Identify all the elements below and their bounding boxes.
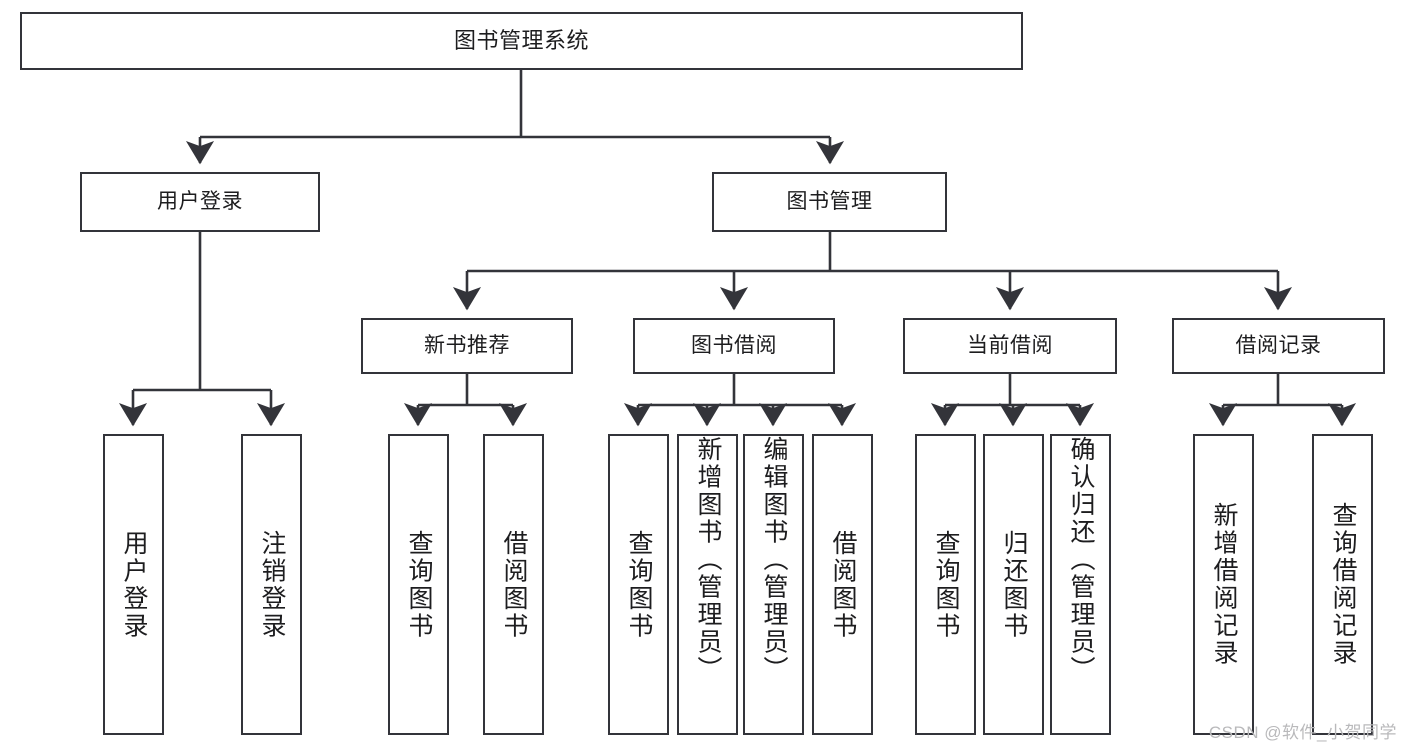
node-label: 编辑图书（管理员） (760, 436, 788, 684)
node-leaf-user-logout[interactable]: 注销登录 (241, 434, 302, 735)
node-label: 当前借阅 (967, 333, 1053, 357)
node-label: 用户登录 (157, 189, 243, 213)
node-label: 查询图书 (405, 529, 433, 640)
node-label: 确认归还（管理员） (1067, 436, 1095, 684)
node-label: 图书借阅 (691, 333, 777, 357)
node-leaf-add-borrow-record[interactable]: 新增借阅记录 (1193, 434, 1254, 735)
node-label: 新增图书（管理员） (694, 436, 722, 684)
node-book-management[interactable]: 图书管理 (712, 172, 947, 232)
node-label: 查询图书 (625, 529, 653, 640)
watermark-text: CSDN @软件_小贺同学 (1208, 723, 1397, 742)
node-label: 注销登录 (258, 529, 286, 640)
node-label: 借阅记录 (1235, 333, 1322, 357)
node-new-book-recommend[interactable]: 新书推荐 (361, 318, 573, 374)
node-leaf-borrow-book[interactable]: 借阅图书 (812, 434, 873, 735)
node-leaf-add-book-admin[interactable]: 新增图书（管理员） (677, 434, 738, 735)
node-root-book-management-system[interactable]: 图书管理系统 (20, 12, 1023, 70)
node-leaf-query-book-current[interactable]: 查询图书 (915, 434, 976, 735)
node-current-borrow[interactable]: 当前借阅 (903, 318, 1117, 374)
node-leaf-return-book[interactable]: 归还图书 (983, 434, 1044, 735)
node-label: 查询图书 (932, 529, 960, 640)
node-leaf-query-borrow-record[interactable]: 查询借阅记录 (1312, 434, 1373, 735)
node-label: 借阅图书 (500, 529, 528, 640)
node-label: 新书推荐 (424, 333, 510, 357)
node-leaf-user-login[interactable]: 用户登录 (103, 434, 164, 735)
node-label: 归还图书 (1000, 529, 1028, 640)
node-leaf-borrow-book-recommend[interactable]: 借阅图书 (483, 434, 544, 735)
node-label: 用户登录 (120, 529, 148, 640)
node-label: 借阅图书 (829, 529, 857, 640)
node-user-login[interactable]: 用户登录 (80, 172, 320, 232)
node-book-borrow[interactable]: 图书借阅 (633, 318, 835, 374)
node-borrow-record[interactable]: 借阅记录 (1172, 318, 1385, 374)
node-leaf-query-book-recommend[interactable]: 查询图书 (388, 434, 449, 735)
node-leaf-query-book-borrow[interactable]: 查询图书 (608, 434, 669, 735)
node-label: 图书管理 (786, 189, 873, 213)
node-leaf-confirm-return-admin[interactable]: 确认归还（管理员） (1050, 434, 1111, 735)
node-leaf-edit-book-admin[interactable]: 编辑图书（管理员） (743, 434, 804, 735)
node-label: 新增借阅记录 (1210, 502, 1238, 667)
node-label: 查询借阅记录 (1329, 502, 1357, 667)
node-label: 图书管理系统 (453, 27, 589, 53)
